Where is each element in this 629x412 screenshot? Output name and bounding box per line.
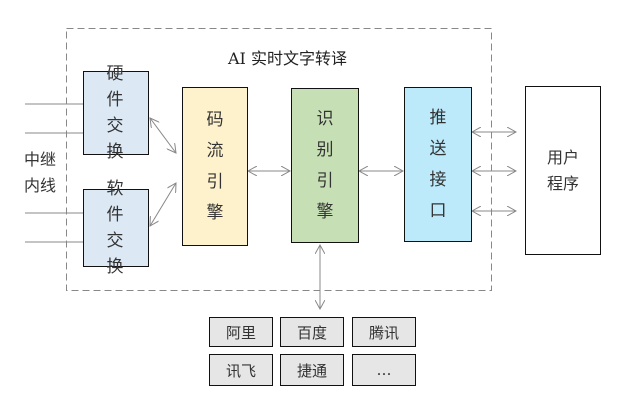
system-boundary: [66, 28, 492, 291]
vendor-box: 百度: [280, 317, 344, 347]
trunk-label: 中继内线: [24, 150, 57, 195]
vendor-box: 讯飞: [209, 354, 273, 386]
vendor-box: …: [352, 354, 416, 386]
stream-engine-box: 码流引擎: [182, 87, 248, 246]
diagram-title: AI 实时文字转译: [228, 49, 347, 68]
push-interface-label: 推送接口: [429, 107, 447, 221]
stream-engine-label: 码流引擎: [206, 109, 224, 223]
hardware-switch-label: 硬件交换: [106, 64, 126, 162]
user-program-box: 用户程序: [525, 86, 601, 255]
vendor-label: 百度: [296, 323, 327, 342]
arrow-sw-stream: [150, 183, 176, 226]
vendor-label: 阿里: [225, 323, 256, 342]
user-program-label: 用户程序: [546, 147, 579, 193]
vendor-label: 捷通: [296, 361, 327, 380]
vendor-box: 腾讯: [352, 317, 416, 347]
recognition-engine-box: 识别引擎: [291, 88, 359, 243]
arrow-hw-stream: [150, 118, 176, 153]
vendor-box: 阿里: [209, 317, 273, 347]
software-switch-label: 软件交换: [106, 179, 126, 277]
software-switch-box: 软件交换: [83, 179, 149, 277]
recognition-engine-label: 识别引擎: [316, 108, 334, 222]
vendor-label: 讯飞: [225, 361, 256, 380]
push-interface-box: 推送接口: [404, 87, 472, 242]
vendor-box: 捷通: [280, 354, 344, 386]
hardware-switch-box: 硬件交换: [83, 64, 149, 162]
vendor-label: …: [376, 361, 392, 379]
vendor-label: 腾讯: [368, 323, 399, 342]
